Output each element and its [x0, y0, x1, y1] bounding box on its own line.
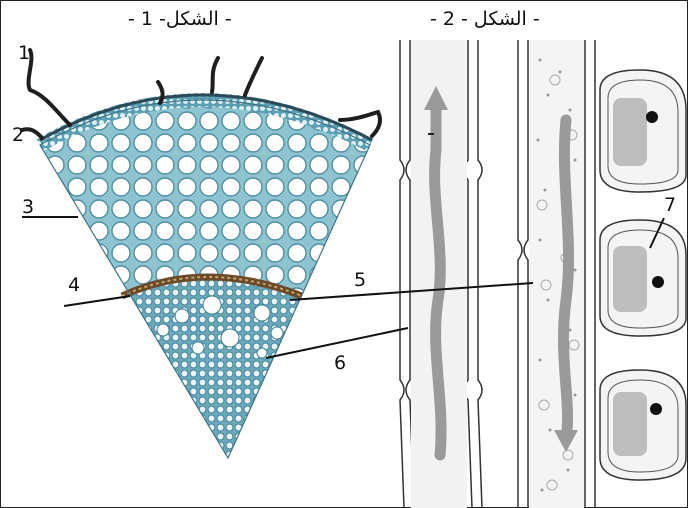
label-3: 3	[22, 196, 34, 218]
label-2: 2	[12, 124, 24, 146]
leader-line-4	[64, 296, 130, 306]
label-6: 6	[334, 352, 346, 374]
label-5: 5	[354, 269, 366, 291]
xylem-vessel	[400, 40, 482, 508]
label-1: 1	[18, 42, 30, 64]
label-4: 4	[68, 274, 80, 296]
root-cross-section	[22, 50, 380, 460]
label-7: 7	[664, 194, 676, 216]
figure-1-title: - الشكل- 1 -	[128, 8, 232, 30]
companion-cell	[600, 70, 686, 192]
figure-2-title: - الشكل - 2 -	[430, 8, 540, 30]
companion-cell	[600, 220, 686, 336]
companion-cell	[600, 370, 686, 480]
phloem-sieve-tube	[518, 40, 595, 508]
companion-cells	[600, 70, 686, 480]
